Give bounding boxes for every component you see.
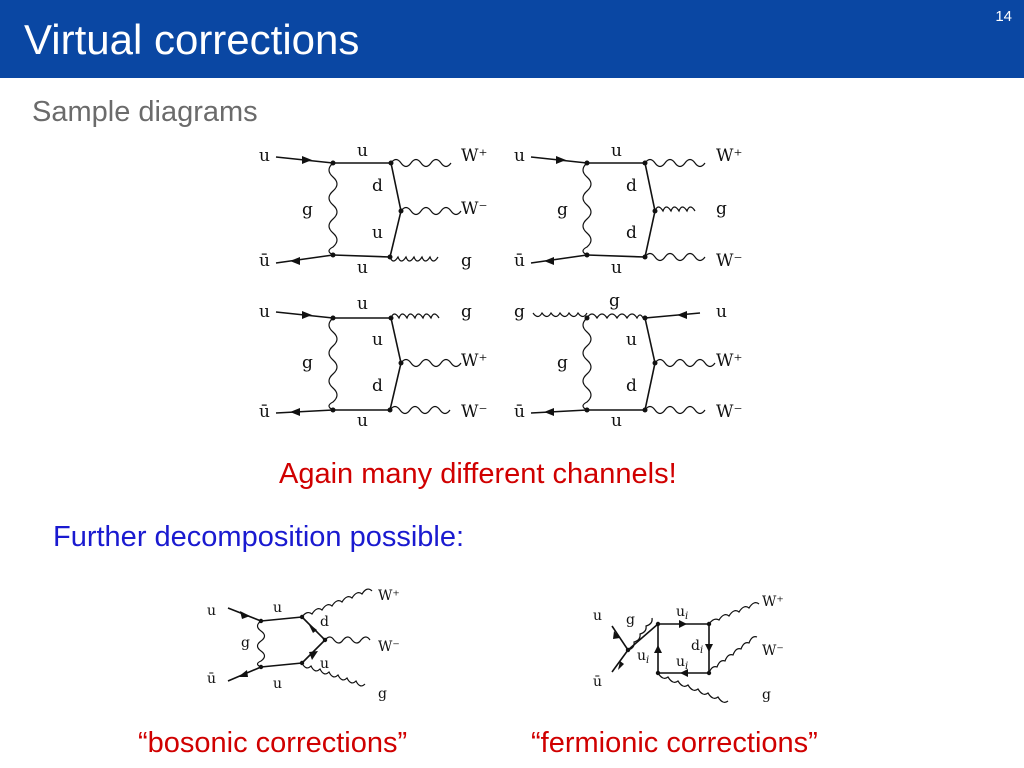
diagram-label: u (357, 294, 368, 314)
diagram-label: g (609, 291, 620, 311)
diagram-label: ū (514, 251, 525, 271)
diagram-label: g (241, 635, 250, 651)
diagram-label: g (302, 353, 313, 373)
fermionic-diagram: u ū g ui di ui ui W⁺ W⁻ g (593, 594, 784, 703)
diagram-label: u (611, 141, 622, 161)
diagram-label: u (372, 330, 383, 350)
diagram-label: ū (593, 674, 602, 690)
diagram-label: ui (676, 604, 688, 622)
diagram-label: g (557, 353, 568, 373)
diagram-label: W⁺ (762, 594, 784, 610)
diagram-label: W⁻ (762, 643, 784, 659)
diagram-label: g (762, 687, 771, 703)
diagram-label: u (626, 330, 637, 350)
diagram-label: ui (676, 654, 688, 672)
diagram-label: W⁻ (716, 251, 742, 271)
feynman-diagram-2: u ū g u d d u W⁺ g W⁻ (514, 141, 742, 278)
diagram-label: di (691, 638, 703, 656)
diagram-label: W⁻ (461, 402, 487, 422)
diagram-label: g (461, 251, 472, 271)
diagram-label: u (611, 258, 622, 278)
diagram-label: u (593, 608, 602, 624)
diagram-label: u (372, 223, 383, 243)
bosonic-diagram: u ū g u d u u W⁺ W⁻ g (207, 588, 400, 702)
diagram-label: u (357, 258, 368, 278)
diagram-label: u (716, 302, 727, 322)
diagram-label: u (357, 411, 368, 431)
diagram-label: W⁺ (461, 146, 487, 166)
diagram-label: u (320, 656, 329, 672)
diagram-label: u (207, 603, 216, 619)
diagram-label: d (626, 376, 637, 396)
diagram-label: W⁺ (461, 351, 487, 371)
bosonic-caption: “bosonic corrections” (138, 727, 408, 759)
diagram-label: g (378, 686, 387, 702)
diagram-label: g (557, 200, 568, 220)
slide-title: Virtual corrections (24, 16, 360, 63)
diagram-label: u (273, 600, 282, 616)
diagram-label: d (626, 176, 637, 196)
diagram-label: W⁻ (378, 639, 400, 655)
diagram-label: W⁻ (461, 199, 487, 219)
diagram-label: u (259, 146, 270, 166)
diagram-label: W⁺ (716, 146, 742, 166)
diagram-label: u (514, 146, 525, 166)
feynman-diagram-4: g ū g g u d u u W⁺ W⁻ (514, 291, 742, 431)
channels-remark: Again many different channels! (279, 458, 677, 490)
diagram-label: ui (637, 648, 649, 666)
diagram-label: u (273, 676, 282, 692)
diagram-label: d (626, 223, 637, 243)
diagram-label: d (372, 376, 383, 396)
diagram-label: g (514, 302, 525, 322)
diagram-label: W⁺ (716, 351, 742, 371)
diagram-label: d (372, 176, 383, 196)
diagram-label: W⁻ (716, 402, 742, 422)
diagram-label: u (259, 302, 270, 322)
diagram-label: ū (259, 402, 270, 422)
diagram-label: ū (259, 251, 270, 271)
diagram-label: d (320, 614, 329, 630)
diagram-label: u (357, 141, 368, 161)
diagram-label: u (611, 411, 622, 431)
diagram-label: ū (514, 402, 525, 422)
diagram-label: g (461, 302, 472, 322)
diagram-label: W⁺ (378, 588, 400, 604)
diagram-label: ū (207, 671, 216, 687)
decomposition-heading: Further decomposition possible: (53, 521, 465, 553)
page-number: 14 (995, 8, 1012, 25)
diagram-label: g (626, 612, 635, 628)
diagram-label: g (716, 199, 727, 219)
feynman-diagram-1: u ū g u d u u W⁺ W⁻ g (259, 141, 487, 278)
slide-subtitle: Sample diagrams (32, 96, 258, 128)
title-bar: Virtual corrections 14 (0, 0, 1024, 78)
feynman-diagram-3: u ū g u u d u g W⁺ W⁻ (259, 294, 487, 431)
diagram-label: g (302, 200, 313, 220)
fermionic-caption: “fermionic corrections” (531, 727, 818, 759)
